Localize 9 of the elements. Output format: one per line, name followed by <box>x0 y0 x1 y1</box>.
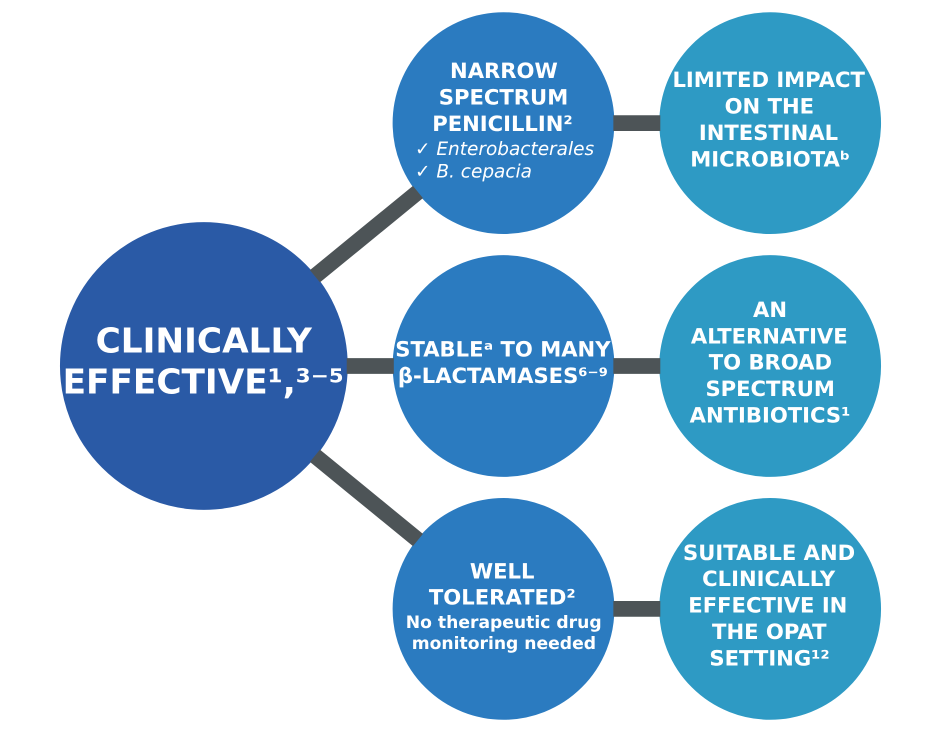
node-circle: NARROW SPECTRUM PENICILLIN² ✓ Enterobacterales ✓ B. cepacia <box>392 12 614 234</box>
connector <box>309 186 422 282</box>
node-circle: STABLEᵃ TO MANY β-LACTAMASES⁶⁻⁹ <box>392 255 614 477</box>
node-circle: SUITABLE AND CLINICALLY EFFECTIVE IN THE OPAT SETTING¹² <box>658 498 881 720</box>
node-circle: WELL TOLERATED² No therapeutic drug monitoring needed <box>392 498 614 720</box>
node-circle: AN ALTERNATIVE TO BROAD SPECTRUM ANTIBIOTICS¹ <box>658 255 881 477</box>
connector <box>309 450 422 546</box>
node-circle: LIMITED IMPACT ON THE INTESTINAL MICROBIOTAᵇ <box>658 12 881 234</box>
node-circle: CLINICALLY EFFECTIVE¹,³⁻⁵ <box>59 222 348 510</box>
